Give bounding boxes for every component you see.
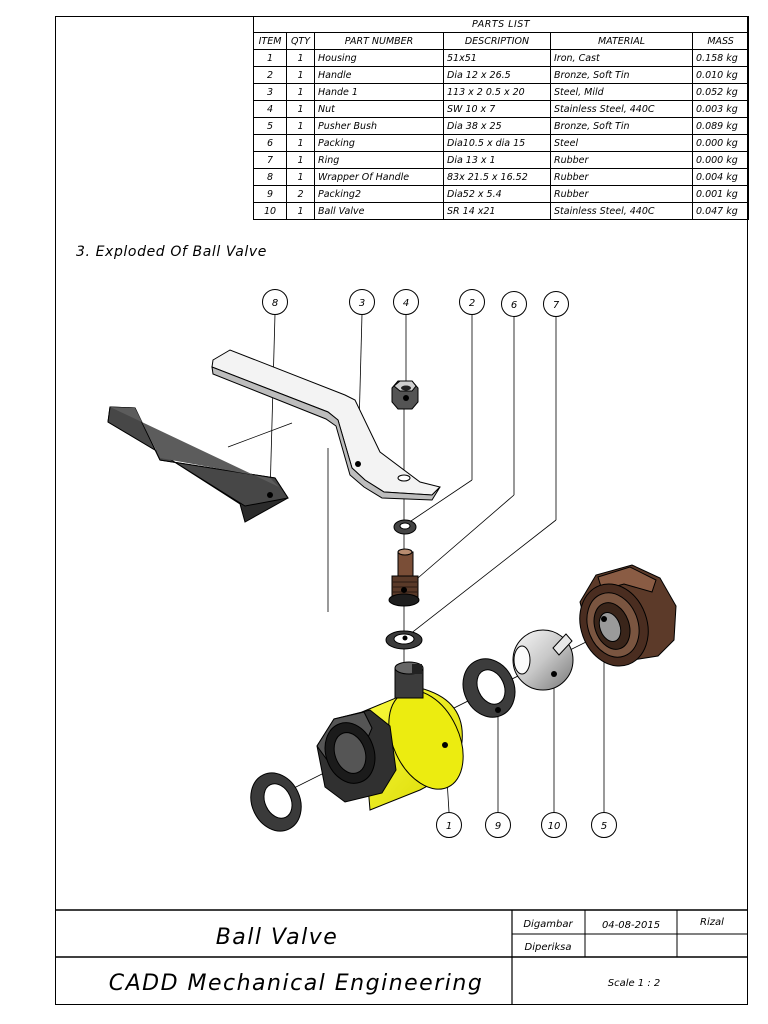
svg-text:7: 7 xyxy=(553,300,560,311)
wrapper-of-handle-part xyxy=(107,406,289,523)
svg-text:10: 10 xyxy=(548,821,561,832)
svg-text:9: 9 xyxy=(495,821,501,832)
svg-text:8: 8 xyxy=(272,298,278,309)
packing2-left-part xyxy=(250,772,302,832)
nut-part xyxy=(391,380,419,410)
table-cell: 0.003 kg xyxy=(691,100,750,118)
packing2-right-part xyxy=(462,658,516,718)
svg-text:5: 5 xyxy=(601,821,607,832)
checked-by-label: Diperiksa xyxy=(525,942,572,953)
balloon-7: 7 xyxy=(543,291,569,317)
title-block xyxy=(55,909,748,1005)
balloon-9: 9 xyxy=(485,812,511,838)
scale-label: Scale 1 : 2 xyxy=(608,978,661,989)
balloon-1: 1 xyxy=(436,812,462,838)
ball-part xyxy=(512,629,574,691)
svg-text:1: 1 xyxy=(446,821,452,832)
small-washer-part xyxy=(393,519,417,535)
organization-name: CADD Mechanical Engineering xyxy=(109,971,484,996)
balloon-10: 10 xyxy=(541,812,567,838)
handle-part xyxy=(211,349,441,501)
svg-text:3: 3 xyxy=(359,298,365,309)
drawing-title: Ball Valve xyxy=(216,925,339,950)
stem-part xyxy=(388,548,420,607)
housing-part xyxy=(316,661,464,811)
svg-text:6: 6 xyxy=(511,300,517,311)
balloon-3: 3 xyxy=(349,289,375,315)
table-cell: 0.047 kg xyxy=(691,202,750,220)
author-name: Rizal xyxy=(700,917,724,928)
balloon-6: 6 xyxy=(501,291,527,317)
ring-part xyxy=(385,630,423,650)
pusher-bush-part xyxy=(579,564,677,667)
table-cell: Ball Valve xyxy=(314,202,444,220)
drawn-by-label: Digambar xyxy=(523,919,573,930)
balloon-8: 8 xyxy=(262,289,288,315)
balloon-4: 4 xyxy=(393,289,419,315)
balloon-5: 5 xyxy=(591,812,617,838)
svg-text:2: 2 xyxy=(469,298,475,309)
section-heading: 3. Exploded Of Ball Valve xyxy=(76,244,267,260)
balloon-2: 2 xyxy=(459,289,485,315)
drawing-date: 04-08-2015 xyxy=(602,920,660,931)
svg-text:4: 4 xyxy=(403,298,409,309)
